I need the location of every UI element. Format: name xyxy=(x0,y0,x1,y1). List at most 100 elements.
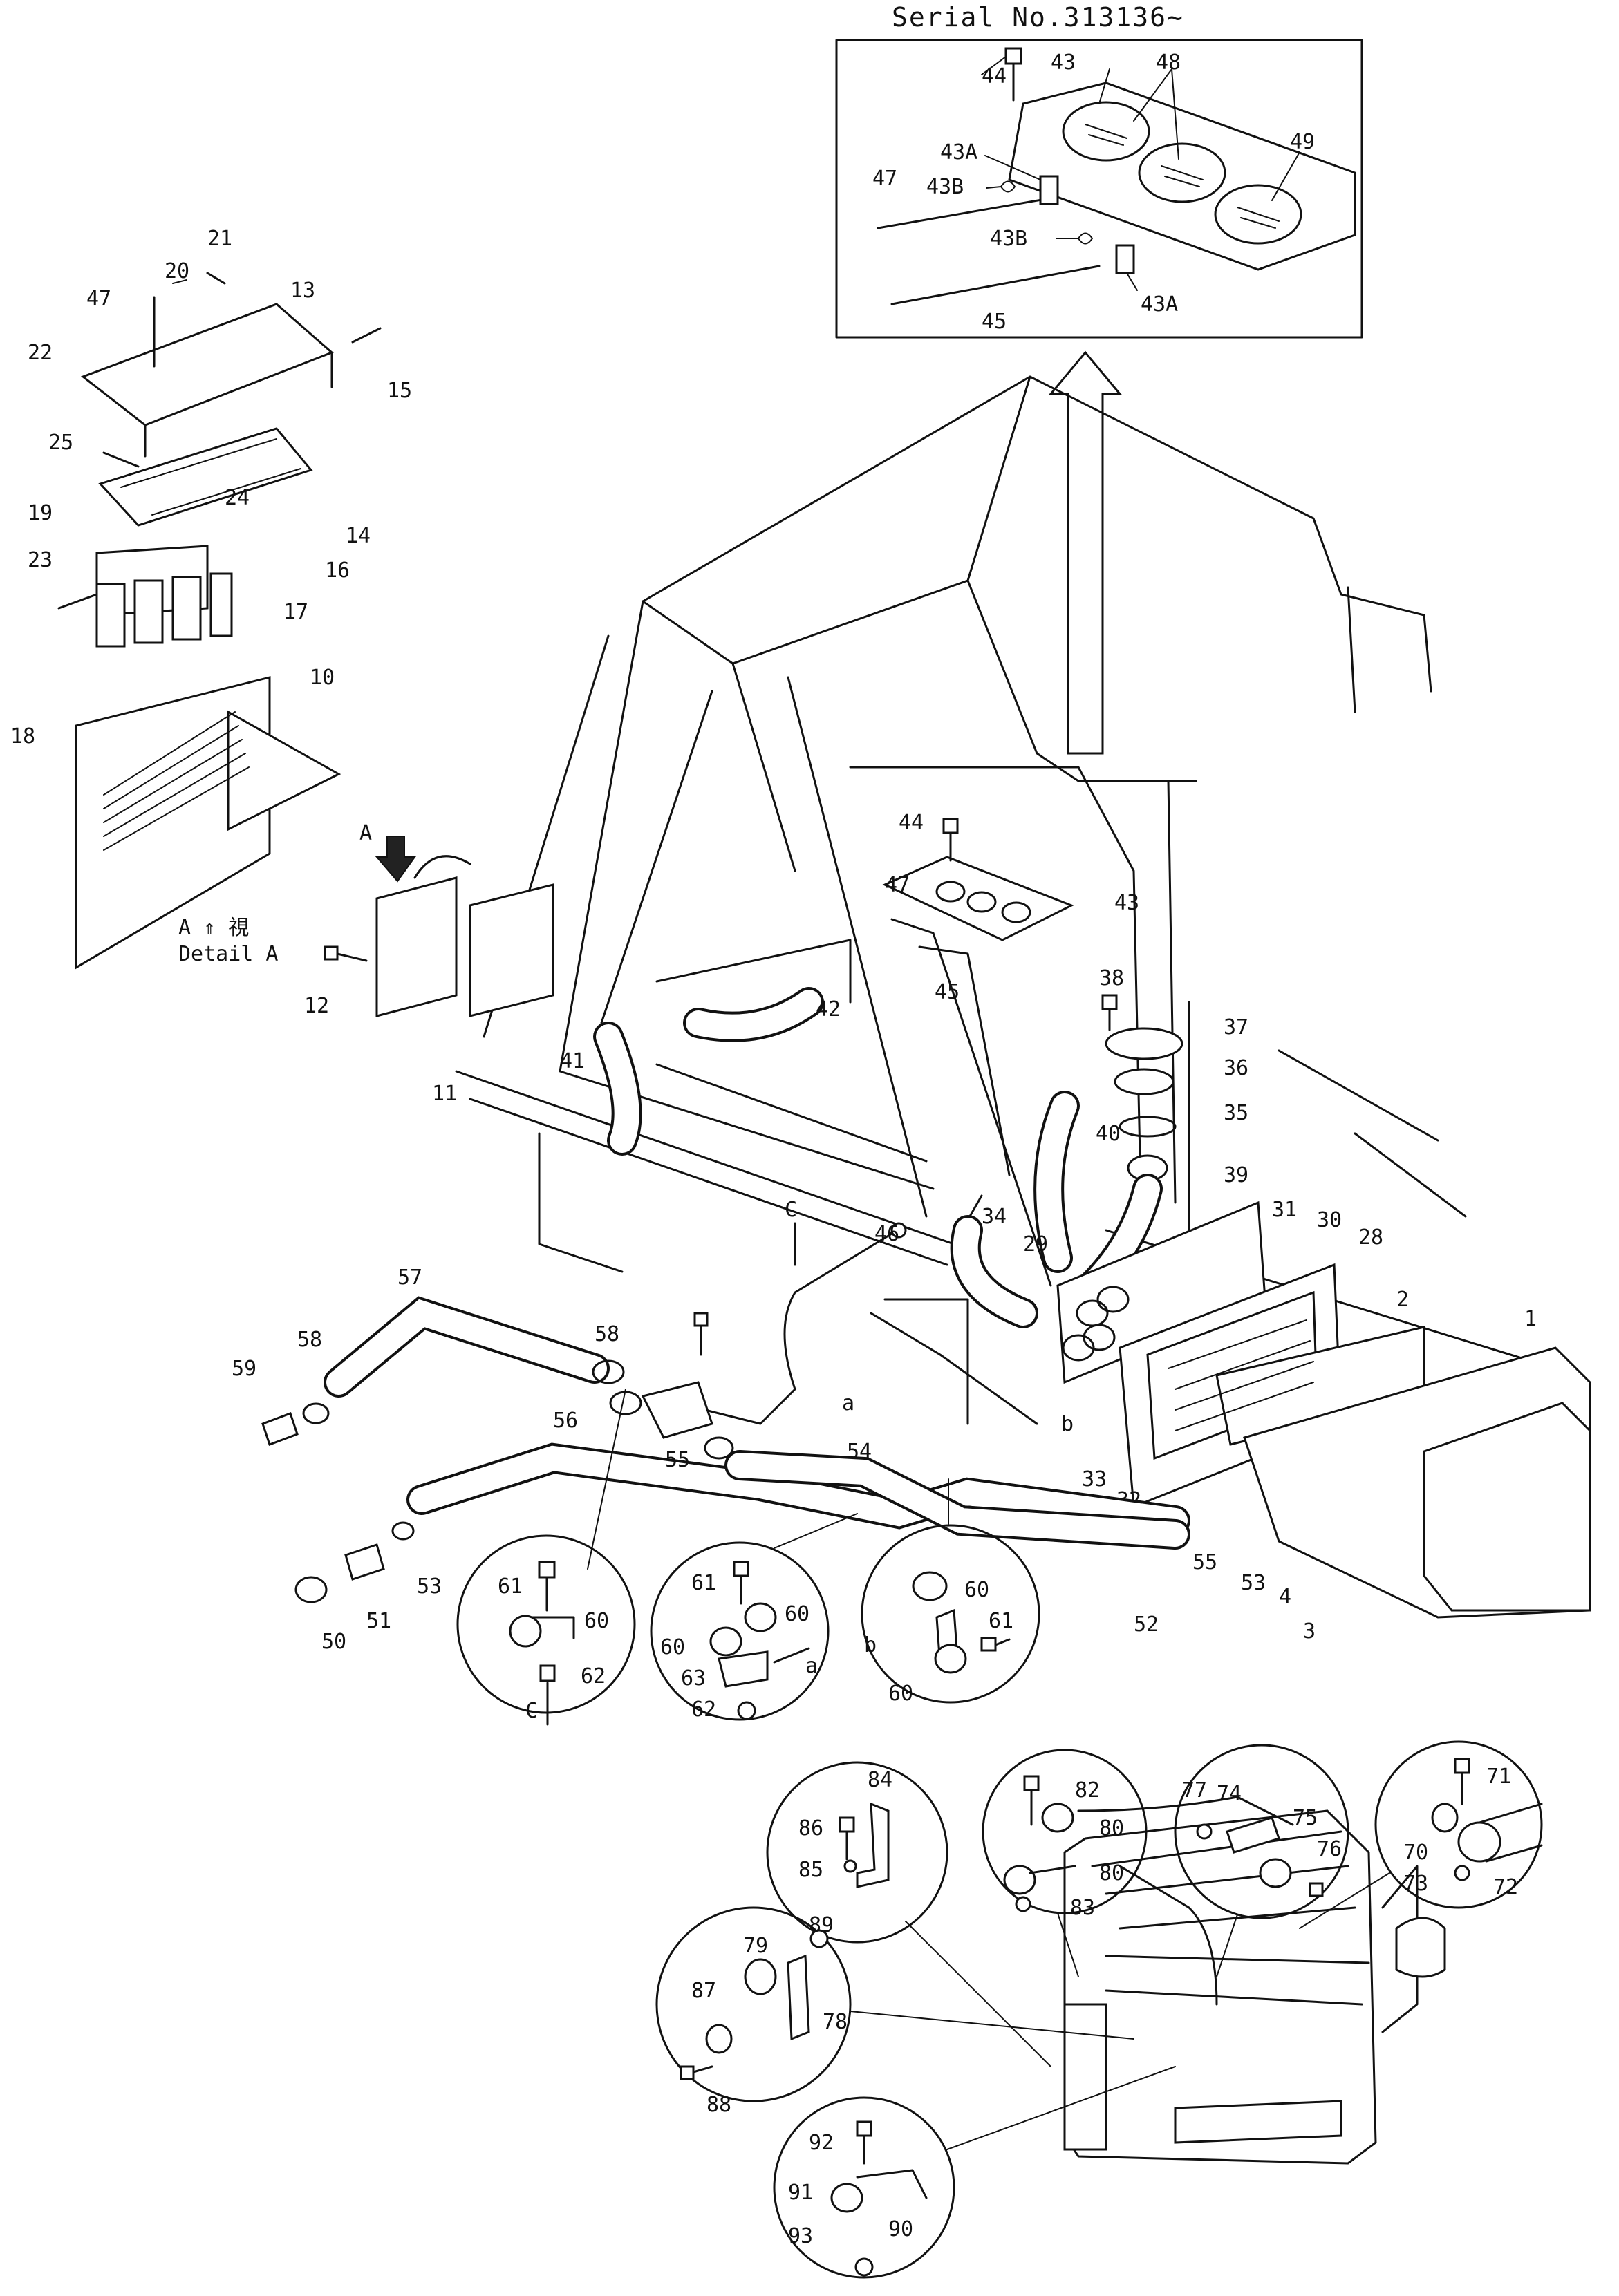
callout-45: 45 xyxy=(982,310,1007,334)
callout-77: 77 xyxy=(1182,1778,1207,1803)
clamp-detail-a xyxy=(650,1513,858,1721)
section-mark-c: C xyxy=(785,1198,797,1222)
callout-57: 57 xyxy=(397,1265,422,1290)
callout-41: 41 xyxy=(560,1049,585,1073)
callout-43: 43 xyxy=(1051,50,1076,75)
callout-60: 60 xyxy=(964,1578,989,1602)
callout-40: 40 xyxy=(1096,1122,1121,1146)
callout-70: 70 xyxy=(1403,1841,1428,1865)
callout-31: 31 xyxy=(1272,1198,1297,1222)
callout-36: 36 xyxy=(1224,1056,1248,1080)
callout-18: 18 xyxy=(10,724,35,749)
callout-49: 49 xyxy=(1290,130,1315,154)
callout-73: 73 xyxy=(1403,1872,1428,1896)
callout-17: 17 xyxy=(283,600,308,624)
callout-42: 42 xyxy=(816,997,841,1022)
callout-87: 87 xyxy=(691,1979,716,2003)
callout-43b: 43B xyxy=(926,175,964,199)
engine-detail-70 xyxy=(1299,1740,1543,1929)
callout-28: 28 xyxy=(1358,1225,1383,1250)
callout-60: 60 xyxy=(785,1602,810,1626)
callout-79: 79 xyxy=(743,1934,768,1958)
callout-33: 33 xyxy=(1082,1467,1107,1492)
engine-detail-74 xyxy=(1174,1744,1349,1977)
callout-60: 60 xyxy=(660,1635,685,1659)
callout-60: 60 xyxy=(584,1609,609,1633)
callout-10: 10 xyxy=(310,666,335,690)
callout-47: 47 xyxy=(885,873,910,897)
section-mark-a: A xyxy=(359,821,372,845)
callout-53: 53 xyxy=(1241,1571,1266,1595)
callout-1: 1 xyxy=(1524,1307,1537,1331)
callout-37: 37 xyxy=(1224,1015,1248,1039)
heater-unit xyxy=(1056,1201,1591,1619)
callout-50: 50 xyxy=(321,1630,346,1654)
callout-92: 92 xyxy=(809,2131,834,2155)
callout-45: 45 xyxy=(935,980,960,1004)
callout-56: 56 xyxy=(553,1409,578,1433)
callout-25: 25 xyxy=(48,431,73,455)
callout-61: 61 xyxy=(989,1609,1013,1633)
callout-4: 4 xyxy=(1279,1585,1291,1609)
roof-vent-assembly xyxy=(882,818,1074,1287)
callout-91: 91 xyxy=(788,2181,813,2205)
callout-51: 51 xyxy=(366,1609,391,1633)
callout-55: 55 xyxy=(1192,1550,1217,1574)
detail-title: A ⇑ 視 xyxy=(178,916,249,940)
callout-89: 89 xyxy=(809,1913,834,1937)
callout-23: 23 xyxy=(28,548,53,572)
clamp-detail-b xyxy=(861,1478,1040,1704)
engine-detail-90 xyxy=(773,2066,1176,2279)
up-arrow xyxy=(1048,350,1123,755)
callout-39: 39 xyxy=(1224,1163,1248,1187)
callout-93: 93 xyxy=(788,2224,813,2248)
callout-47: 47 xyxy=(872,167,897,191)
section-mark-c-bottom: C xyxy=(525,1699,538,1723)
callout-12: 12 xyxy=(304,994,329,1018)
callout-3: 3 xyxy=(1303,1619,1316,1644)
callout-34: 34 xyxy=(982,1205,1007,1229)
callout-44: 44 xyxy=(982,64,1007,88)
callout-20: 20 xyxy=(165,259,189,283)
callout-47: 47 xyxy=(86,287,111,311)
callout-21: 21 xyxy=(207,227,232,251)
heater-box-exploded xyxy=(57,272,382,970)
callout-30: 30 xyxy=(1317,1208,1342,1232)
callout-72: 72 xyxy=(1493,1875,1518,1899)
callout-78: 78 xyxy=(823,2010,848,2034)
section-mark-b: b xyxy=(1061,1412,1074,1436)
callout-83: 83 xyxy=(1070,1896,1095,1920)
callout-13: 13 xyxy=(290,279,315,303)
callout-75: 75 xyxy=(1293,1806,1318,1830)
callout-43a: 43A xyxy=(1141,292,1178,317)
serial-inset xyxy=(835,39,1363,339)
callout-61: 61 xyxy=(691,1571,716,1595)
serial-header: Serial No.313136~ xyxy=(892,2,1184,32)
callout-24: 24 xyxy=(225,486,250,510)
callout-14: 14 xyxy=(346,524,371,548)
callout-19: 19 xyxy=(28,501,53,525)
callout-53: 53 xyxy=(417,1574,442,1599)
cab-body xyxy=(455,375,1557,1425)
callout-59: 59 xyxy=(232,1357,256,1381)
callout-2: 2 xyxy=(1396,1288,1409,1312)
callout-80: 80 xyxy=(1099,1816,1124,1841)
callout-29: 29 xyxy=(1023,1232,1048,1257)
callout-11: 11 xyxy=(432,1082,457,1106)
arrow-a-panel xyxy=(324,836,554,1017)
callout-58: 58 xyxy=(297,1328,322,1352)
engine-assembly xyxy=(1063,1796,1446,2165)
callout-15: 15 xyxy=(387,379,412,403)
section-mark-a: a xyxy=(842,1391,854,1415)
callout-48: 48 xyxy=(1156,50,1181,75)
heater-hoses xyxy=(261,1222,1190,1603)
engine-detail-84 xyxy=(766,1761,1051,2067)
callout-38: 38 xyxy=(1099,966,1124,990)
section-mark-a: a xyxy=(805,1654,818,1678)
callout-62: 62 xyxy=(581,1664,606,1688)
callout-16: 16 xyxy=(325,558,350,583)
callout-60: 60 xyxy=(888,1682,913,1706)
callout-63: 63 xyxy=(681,1666,706,1691)
clamp-detail-c xyxy=(456,1389,636,1726)
callout-76: 76 xyxy=(1317,1837,1342,1861)
